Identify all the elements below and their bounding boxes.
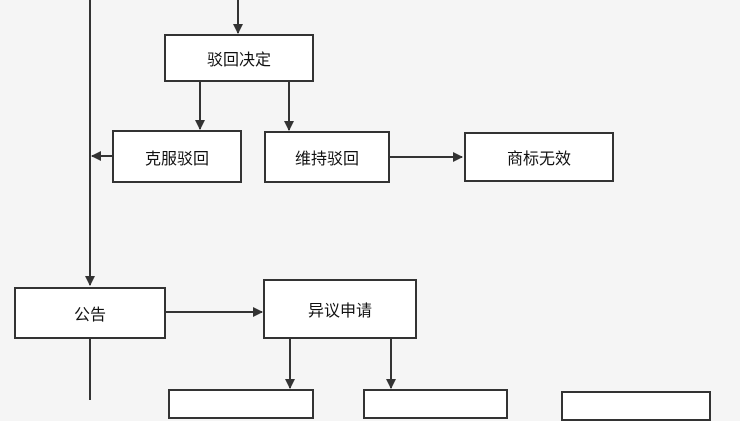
objection-apply-label: 异议申请	[307, 301, 372, 320]
maintain-reject-node: 维持驳回	[264, 131, 390, 183]
announcement-node: 公告	[14, 287, 166, 339]
connector-layer	[85, 0, 463, 400]
overcome-reject-label: 克服驳回	[144, 148, 209, 168]
objection-apply-node: 异议申请	[263, 279, 417, 339]
lower-left-node-partial	[168, 389, 314, 419]
overcome-reject-node: 克服驳回	[112, 130, 242, 183]
maintain-reject-label: 维持驳回	[294, 149, 359, 168]
lower-middle-node-partial	[363, 389, 508, 419]
lower-right-node-partial	[561, 391, 711, 421]
reject-decision-label: 驳回决定	[206, 50, 271, 69]
trademark-invalid-node: 商标无效	[464, 132, 614, 182]
announcement-label: 公告	[73, 305, 106, 324]
flowchart-canvas: 驳回决定 克服驳回 维持驳回 商标无效 公告 异议申请	[14, 0, 711, 421]
reject-decision-node: 驳回决定	[164, 34, 314, 82]
trademark-invalid-label: 商标无效	[506, 149, 571, 168]
